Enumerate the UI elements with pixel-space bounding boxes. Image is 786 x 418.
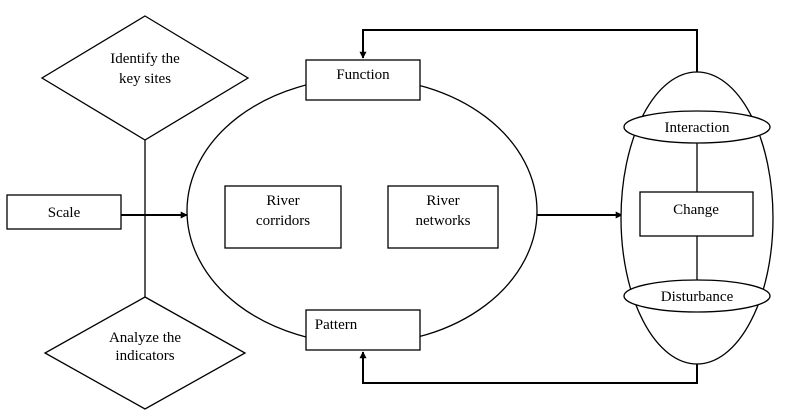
- change-box: Change: [639, 191, 754, 237]
- pattern-label: Pattern: [315, 317, 358, 333]
- river-networks-line2: networks: [416, 213, 471, 229]
- river-corridors-line2: corridors: [256, 213, 310, 229]
- feedback-to-function-arrow: [359, 29, 698, 73]
- pattern-box: Pattern: [305, 309, 421, 351]
- feedback-to-pattern-arrow: [359, 351, 698, 384]
- analyze-indicators-diamond: Analyze the indicators: [43, 296, 247, 410]
- identify-label-line2: key sites: [119, 71, 171, 87]
- function-label: Function: [336, 67, 390, 83]
- disturbance-label: Disturbance: [661, 289, 734, 305]
- river-networks-line1: River: [426, 193, 459, 209]
- interaction-ellipse: Interaction: [623, 110, 771, 144]
- interaction-label: Interaction: [665, 120, 730, 136]
- function-box: Function: [305, 59, 421, 101]
- change-label: Change: [673, 202, 719, 218]
- disturbance-ellipse: Disturbance: [623, 279, 771, 313]
- river-networks-box: River networks: [387, 185, 499, 249]
- river-corridors-line1: River: [266, 193, 299, 209]
- scale-box: Scale: [6, 194, 122, 230]
- scale-label: Scale: [48, 205, 81, 221]
- identify-label-line1: Identify the: [110, 51, 180, 67]
- analyze-label-line2: indicators: [115, 348, 174, 364]
- identify-key-sites-diamond: Identify the key sites: [40, 15, 250, 141]
- river-corridors-box: River corridors: [224, 185, 342, 249]
- analyze-label-line1: Analyze the: [109, 330, 181, 346]
